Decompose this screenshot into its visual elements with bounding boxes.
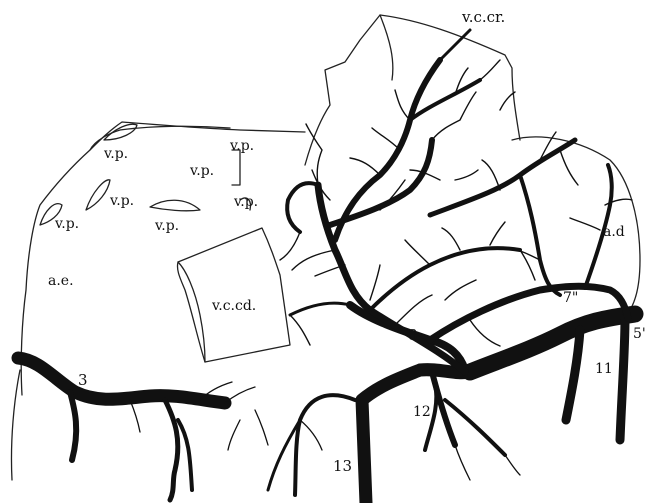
vp-loop-3	[86, 180, 110, 210]
left-side-line	[11, 370, 20, 480]
vp-loop-5	[232, 150, 240, 185]
figure-labels: v.c.cr. v.p. v.p. v.p. v.p. v.p. v.p. v.…	[48, 8, 646, 475]
label-5: 5'	[633, 326, 646, 342]
label-11: 11	[595, 361, 613, 377]
label-ae: a.e.	[48, 273, 74, 289]
vessel-5-trunk	[620, 318, 625, 440]
label-12: 12	[413, 404, 431, 420]
branch-right-upper	[430, 140, 575, 215]
branch-8-small	[290, 303, 350, 315]
vessel-11-trunk	[566, 330, 580, 420]
branch-left-low	[287, 183, 318, 232]
main-vessels	[18, 305, 635, 503]
label-vccr: v.c.cr.	[461, 8, 505, 26]
branch-up-vccr	[335, 60, 440, 240]
upper-vessel-tree	[130, 30, 632, 480]
vessel-3-trunk	[18, 358, 225, 403]
structure-outlines	[11, 15, 640, 480]
label-vp-2: v.p.	[229, 138, 254, 154]
label-vp-1: v.p.	[103, 146, 128, 162]
label-vccd: v.c.cd.	[211, 298, 256, 314]
label-vp-7: v.p.	[154, 218, 179, 234]
label-ad: a.d	[603, 224, 625, 240]
outer-outline	[21, 122, 305, 395]
vessel-13-left	[295, 395, 355, 495]
label-7: 7"	[563, 290, 578, 306]
label-3: 3	[78, 371, 88, 389]
vp-loop-4	[150, 200, 200, 211]
branch-right-mid	[520, 175, 560, 295]
label-8: 8	[408, 326, 418, 344]
vessel-3-branch-a	[70, 392, 76, 460]
vccr-inner	[380, 15, 393, 80]
label-13: 13	[333, 457, 352, 475]
vessel-3-branch-c	[178, 420, 192, 490]
label-vp-4: v.p.	[109, 193, 134, 209]
label-vp-5: v.p.	[233, 194, 258, 210]
vessel-3-branch-b	[165, 400, 178, 500]
label-vp-6: v.p.	[54, 216, 79, 232]
vccr-outline	[305, 15, 520, 165]
label-vp-3: v.p.	[189, 163, 214, 179]
